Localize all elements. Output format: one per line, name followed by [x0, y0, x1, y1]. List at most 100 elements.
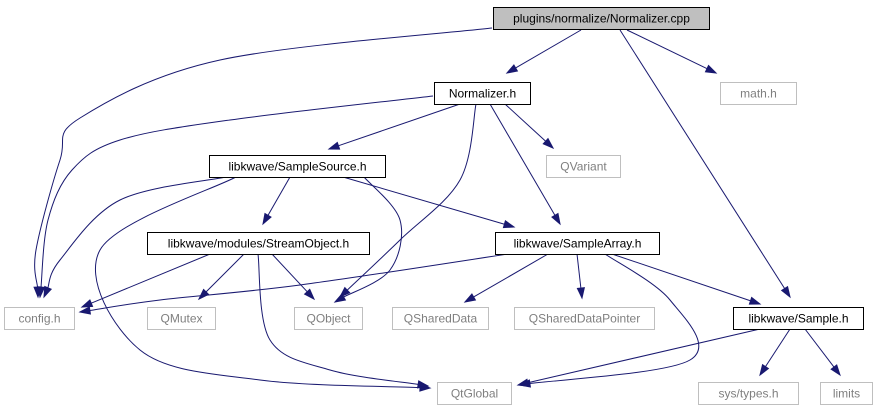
- arrowhead-icon: [505, 64, 519, 74]
- node-samplesource-h[interactable]: libkwave/SampleSource.h: [209, 155, 386, 178]
- node-box: [720, 82, 797, 105]
- edge-streamobject_h-to-qmutex: [197, 253, 245, 301]
- edge-line: [804, 328, 835, 369]
- arrowhead-icon: [830, 364, 841, 377]
- edge-line: [257, 253, 420, 386]
- edge-line: [34, 27, 493, 289]
- node-box: [514, 307, 655, 330]
- node-limits: limits: [820, 382, 873, 405]
- arrowhead-icon: [516, 378, 530, 387]
- edge-samplesource_h-to-streamobject_h: [262, 176, 291, 226]
- node-box: [546, 155, 621, 178]
- node-box: [733, 307, 864, 330]
- edge-line: [205, 253, 245, 293]
- edge-samplesource_h-to-config_h: [43, 176, 227, 299]
- arrowhead-icon: [463, 293, 477, 303]
- node-sample-h[interactable]: libkwave/Sample.h: [733, 307, 864, 330]
- edge-normalizer_h-to-samplearray_h: [489, 103, 561, 226]
- edge-normalizer_cpp-to-sample_h: [619, 29, 791, 299]
- edge-line: [514, 29, 582, 69]
- edge-normalizer_h-to-config_h: [36, 95, 434, 299]
- nodes-layer: plugins/normalize/Normalizer.cppNormaliz…: [4, 7, 873, 405]
- arrowhead-icon: [303, 288, 316, 301]
- arrowhead-icon: [197, 288, 210, 301]
- node-box: [820, 382, 873, 405]
- node-box: [437, 382, 512, 405]
- node-label: libkwave/Sample.h: [748, 312, 848, 326]
- edge-streamobject_h-to-qtglobal: [257, 253, 430, 389]
- edge-line: [95, 176, 422, 389]
- arrowhead-icon: [704, 64, 718, 74]
- arrowhead-icon: [502, 220, 516, 229]
- node-label: limits: [833, 387, 860, 401]
- node-normalizer-cpp: plugins/normalize/Normalizer.cpp: [493, 7, 710, 30]
- node-box: [147, 307, 216, 330]
- node-box: [147, 232, 370, 255]
- edge-streamobject_h-to-config_h: [80, 253, 211, 308]
- node-qshareddata: QSharedData: [392, 307, 489, 330]
- node-label: libkwave/SampleSource.h: [228, 160, 366, 174]
- node-label: QVariant: [560, 160, 607, 174]
- edge-line: [267, 176, 291, 217]
- edge-normalizer_h-to-qvariant: [504, 103, 555, 150]
- node-box: [294, 307, 363, 330]
- arrowhead-icon: [78, 306, 92, 315]
- edge-line: [472, 253, 549, 298]
- edge-line: [271, 253, 309, 293]
- edge-samplesource_h-to-samplearray_h: [342, 176, 516, 229]
- node-samplearray-h[interactable]: libkwave/SampleArray.h: [495, 232, 660, 255]
- edge-samplearray_h-to-qshareddata: [463, 253, 549, 303]
- node-box: [392, 307, 489, 330]
- node-label: QMutex: [160, 312, 202, 326]
- edge-line: [40, 95, 434, 289]
- node-streamobject-h[interactable]: libkwave/modules/StreamObject.h: [147, 232, 370, 255]
- edge-line: [90, 253, 211, 305]
- node-config-h: config.h: [4, 307, 75, 330]
- edge-line: [342, 176, 506, 225]
- edge-line: [626, 29, 709, 70]
- node-box: [495, 232, 660, 255]
- node-box: [4, 307, 75, 330]
- arrowhead-icon: [576, 287, 585, 300]
- arrowhead-icon: [36, 286, 46, 299]
- node-label: Normalizer.h: [449, 87, 516, 101]
- node-label: config.h: [18, 312, 60, 326]
- node-qtglobal: QtGlobal: [437, 382, 512, 405]
- node-label: libkwave/SampleArray.h: [514, 237, 642, 251]
- arrowhead-icon: [551, 212, 561, 226]
- node-label: QSharedDataPointer: [529, 312, 640, 326]
- edge-samplearray_h-to-qshareddatapointer: [576, 253, 585, 300]
- node-label: plugins/normalize/Normalizer.cpp: [513, 12, 690, 26]
- edge-samplearray_h-to-sample_h: [611, 253, 762, 305]
- arrowhead-icon: [759, 363, 770, 377]
- edge-line: [526, 328, 761, 384]
- edge-samplearray_h-to-config_h: [78, 253, 509, 315]
- edge-samplesource_h-to-qtglobal: [95, 176, 432, 392]
- node-sys-types-h: sys/types.h: [698, 382, 799, 405]
- edge-streamobject_h-to-qobject: [271, 253, 316, 301]
- edge-normalizer_cpp-to-normalizer_h: [505, 29, 582, 74]
- edge-line: [504, 103, 547, 143]
- arrowhead-icon: [80, 299, 94, 308]
- edge-line: [619, 29, 786, 290]
- node-normalizer-h[interactable]: Normalizer.h: [434, 82, 531, 105]
- edge-line: [611, 253, 752, 302]
- edge-line: [528, 253, 700, 385]
- arrowhead-icon: [780, 285, 791, 299]
- edge-samplesource_h-to-qobject: [333, 176, 403, 303]
- arrowhead-icon: [748, 296, 762, 305]
- node-label: math.h: [740, 87, 777, 101]
- node-qvariant: QVariant: [546, 155, 621, 178]
- node-box: [493, 7, 710, 30]
- node-label: QSharedData: [404, 312, 478, 326]
- edge-line: [489, 103, 556, 217]
- edges-layer: [33, 27, 841, 392]
- node-qobject: QObject: [294, 307, 363, 330]
- arrowhead-icon: [327, 141, 341, 150]
- node-box: [698, 382, 799, 405]
- edge-normalizer_h-to-qobject: [338, 103, 477, 299]
- edge-normalizer_h-to-samplesource_h: [327, 103, 461, 150]
- node-label: QObject: [306, 312, 351, 326]
- node-math-h: math.h: [720, 82, 797, 105]
